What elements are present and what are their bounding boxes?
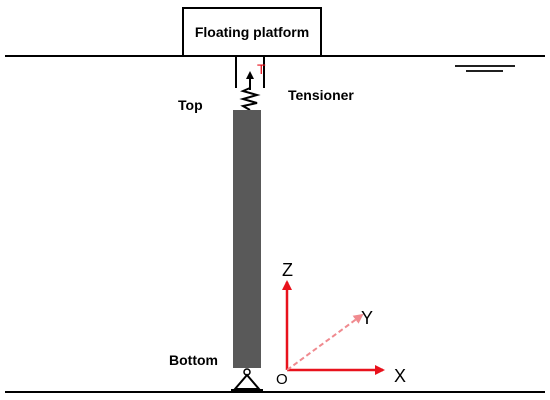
axis-y-label: Y bbox=[361, 308, 373, 328]
axis-x-label: X bbox=[394, 366, 406, 386]
tensioner-housing bbox=[235, 57, 265, 88]
water-level-icon bbox=[455, 65, 515, 72]
axis-y-arrow bbox=[286, 313, 364, 371]
top-label: Top bbox=[178, 97, 203, 113]
floating-platform-box bbox=[182, 7, 322, 57]
floating-platform-label: Floating platform bbox=[195, 24, 309, 40]
tensioner-label: Tensioner bbox=[288, 87, 354, 103]
origin-label: O bbox=[276, 371, 288, 388]
pin-support-icon bbox=[231, 368, 263, 391]
tension-label: T bbox=[257, 61, 266, 77]
riser-body bbox=[233, 110, 261, 368]
bottom-label: Bottom bbox=[169, 352, 218, 368]
spring-icon bbox=[239, 87, 261, 111]
axis-z-label: Z bbox=[282, 260, 293, 280]
